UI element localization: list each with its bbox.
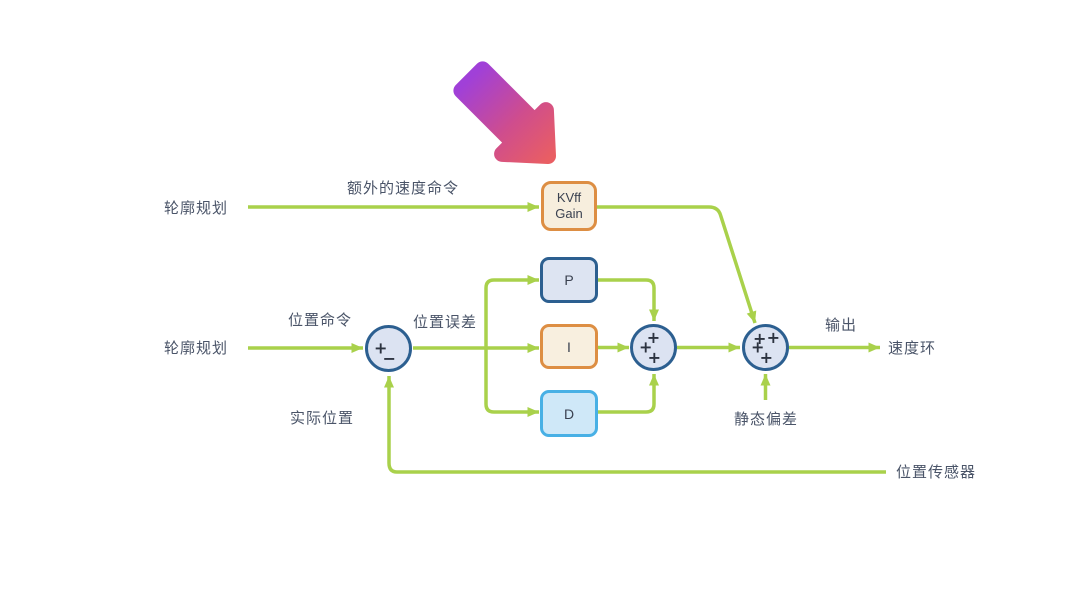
label-position-error: 位置误差 [413,314,478,331]
sum2-plus-bottom: + [647,348,662,367]
label-extra-velocity-cmd: 额外的速度命令 [347,180,460,197]
label-position-cmd: 位置命令 [288,312,353,329]
label-velocity-loop: 速度环 [888,340,937,357]
sum2-plus-left: + [639,337,653,357]
label-contour-plan-top: 轮廓规划 [164,200,229,217]
wire-kvff-to-sum3 [597,205,757,324]
sum2-plus-top: + [646,328,661,347]
summing-junction-pid: + + + [630,324,677,371]
wire-branch-to-p [484,275,539,348]
sum1-minus-sign: − [382,349,397,368]
sum1-plus-sign: + [374,338,388,358]
block-p-label: P [564,272,574,288]
label-position-sensor: 位置传感器 [896,464,977,481]
sum3-plus-topright: + [766,328,780,347]
label-static-offset: 静态偏差 [734,411,799,428]
kvff-line2: Gain [555,206,583,221]
label-actual-position: 实际位置 [290,410,355,427]
sum3-plus-left: + [751,337,765,357]
block-kvff-gain: KVff Gain [541,181,597,231]
block-i-label: I [567,338,571,355]
wire-sensor-feedback-to-sum1 [384,376,886,474]
block-p: P [540,257,598,303]
summing-junction-output: + + + + [742,324,789,371]
block-d: D [540,390,598,437]
summing-junction-position-error: + − [365,325,412,372]
block-d-label: D [563,405,575,422]
label-output: 输出 [825,317,858,334]
wire-branch-to-d [484,348,539,417]
kvff-line1: KVff [556,190,582,205]
label-contour-plan-mid: 轮廓规划 [164,340,229,357]
big-gradient-arrow-icon [453,61,556,164]
sum3-plus-bottom: + [759,348,774,367]
wire-d-to-sum2 [598,374,659,414]
block-i: I [540,324,598,369]
wire-p-to-sum2 [598,278,659,321]
sum3-plus-topleft: + [753,329,767,348]
